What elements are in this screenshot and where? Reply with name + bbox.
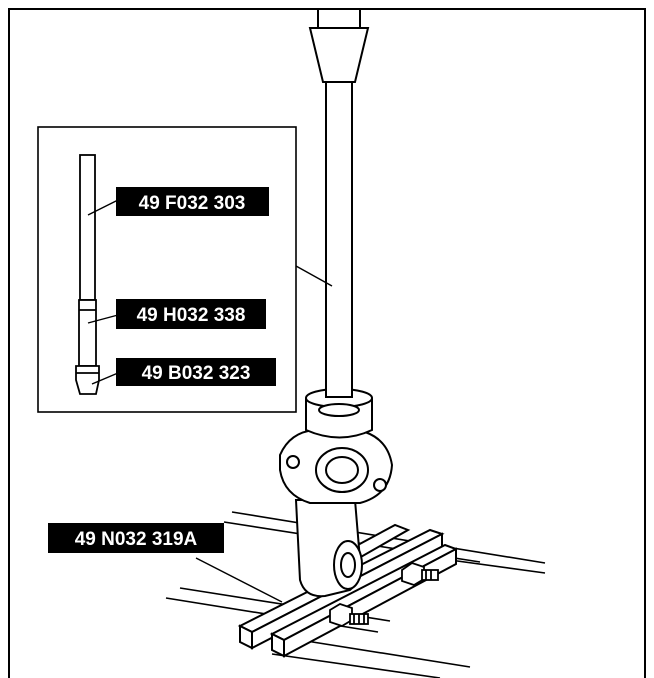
shift-housing — [279, 388, 394, 598]
handle-shaft — [308, 10, 370, 398]
svg-text:49 H032 338: 49 H032 338 — [137, 305, 246, 326]
leader-lines — [87, 199, 333, 603]
label-49-n032-319a: 49 N032 319A — [48, 523, 224, 553]
label-49-b032-323: 49 B032 323 — [116, 358, 276, 386]
label-49-h032-338: 49 H032 338 — [116, 299, 266, 329]
label-49-f032-303: 49 F032 303 — [116, 187, 269, 216]
bolt-lower — [329, 603, 369, 627]
bolt-upper — [401, 562, 439, 586]
outer-frame — [8, 8, 646, 678]
inset-tool — [75, 154, 100, 395]
svg-text:49 B032 323: 49 B032 323 — [142, 363, 251, 384]
svg-text:49 F032 303: 49 F032 303 — [139, 193, 246, 214]
svg-text:49 N032 319A: 49 N032 319A — [75, 529, 198, 550]
